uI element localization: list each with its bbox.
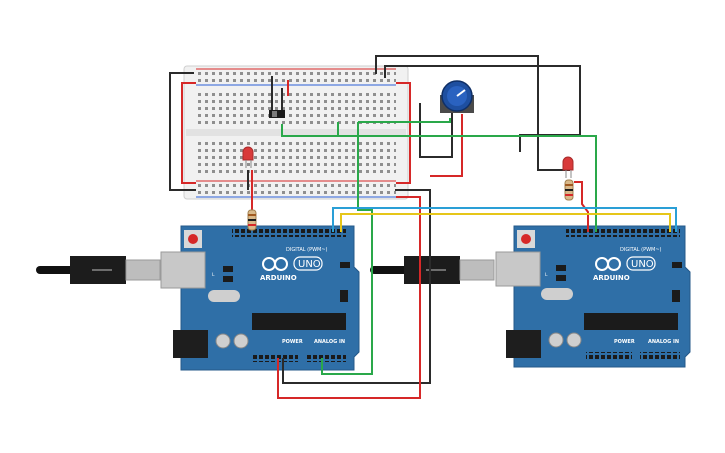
potentiometer-icon [456, 89, 466, 97]
wire-red [277, 196, 421, 399]
logo-text: ARDUINO [260, 274, 297, 282]
analog-label: ANALOG IN [314, 339, 345, 345]
model-text: UNO [298, 259, 321, 270]
wire-green [321, 122, 373, 375]
usb-cable-right[interactable] [370, 256, 495, 284]
arduino-uno-left[interactable]: ARDUINO UNO DIGITAL (PWM~) POWER ANALOG … [160, 225, 360, 371]
l-label: L [545, 272, 548, 278]
led-right[interactable] [562, 156, 574, 178]
digital-header[interactable] [232, 229, 346, 237]
slide-switch-icon [272, 111, 277, 117]
analog-header[interactable] [306, 354, 346, 362]
wire-black [419, 103, 453, 158]
reset-button[interactable] [188, 234, 198, 244]
analog-label: ANALOG IN [648, 339, 679, 345]
breadboard[interactable] [183, 65, 409, 200]
wire-green [281, 124, 597, 232]
slide-switch[interactable] [269, 110, 285, 118]
analog-header[interactable] [640, 352, 680, 360]
potentiometer[interactable] [440, 80, 474, 113]
atmega-chip [252, 313, 346, 330]
arduino-logo-icon [595, 257, 621, 271]
led-icon [242, 146, 254, 161]
wire-red [574, 181, 589, 232]
digital-label: DIGITAL (PWM~) [620, 247, 662, 253]
wire-black [384, 65, 581, 152]
reset-button[interactable] [521, 234, 531, 244]
arduino-uno-right[interactable]: ARDUINO UNO DIGITAL (PWM~) POWER ANALOG … [495, 225, 691, 368]
resistor-left[interactable] [247, 209, 257, 231]
wire-red [181, 82, 196, 184]
resistor-right[interactable] [564, 179, 574, 201]
model-text: UNO [631, 259, 654, 270]
power-label: POWER [282, 339, 303, 345]
usb-cable-left[interactable] [36, 256, 161, 284]
digital-label: DIGITAL (PWM~) [286, 247, 328, 253]
wire-green [358, 118, 451, 123]
led-icon [562, 156, 574, 171]
wire-red [430, 114, 463, 177]
wires[interactable] [169, 55, 677, 399]
wire-blue [332, 207, 677, 232]
power-header[interactable] [252, 354, 298, 362]
power-label: POWER [614, 339, 635, 345]
wire-black [169, 72, 196, 191]
l-label: L [212, 272, 215, 278]
led-left[interactable] [242, 146, 254, 168]
wire-red [396, 82, 411, 184]
digital-header[interactable] [566, 229, 680, 237]
wire-yellow [340, 213, 671, 232]
logo-text: ARDUINO [593, 274, 630, 282]
wire-black [282, 189, 431, 384]
power-header[interactable] [586, 352, 632, 360]
arduino-logo-icon [262, 257, 288, 271]
wire-black [375, 55, 570, 171]
atmega-chip [584, 313, 678, 330]
